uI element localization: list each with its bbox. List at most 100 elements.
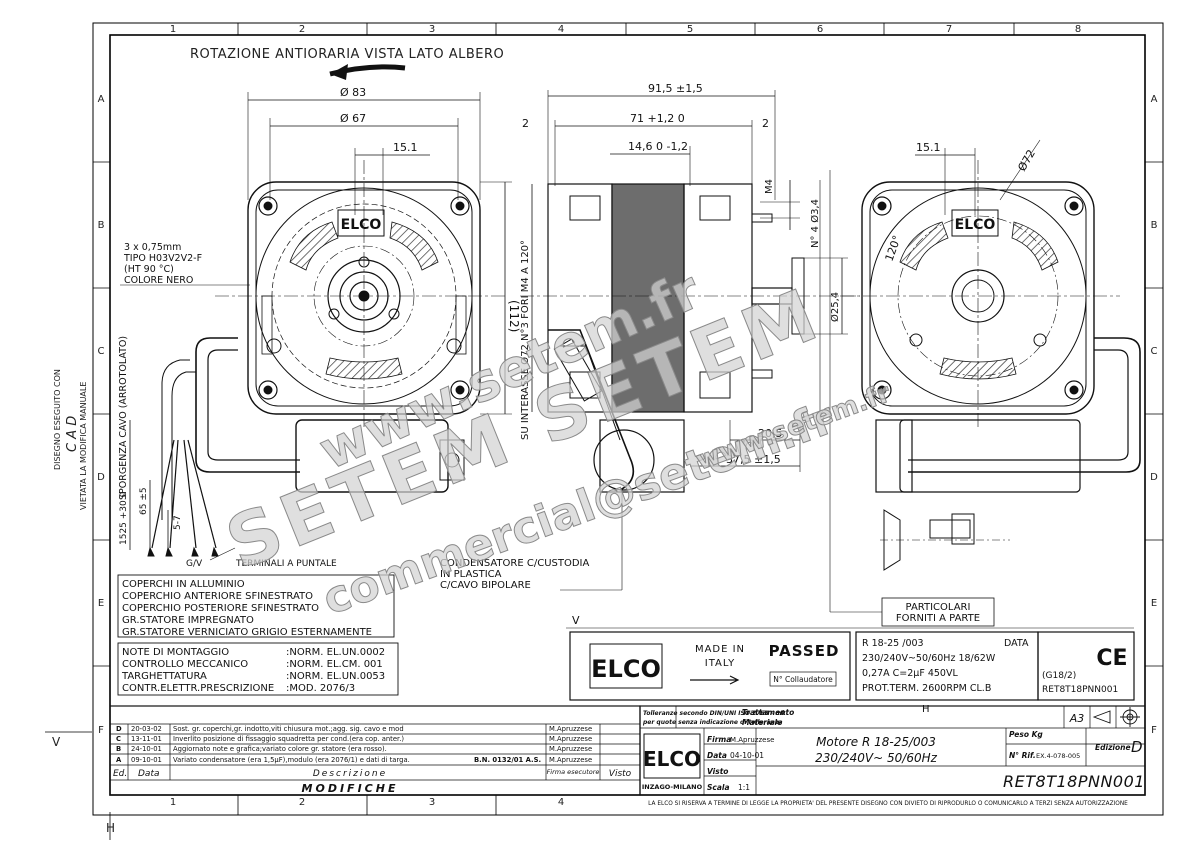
title-block: Tolleranze secondo DIN/UNI ISO 2768 - mk… (639, 704, 1146, 807)
material-item: GR.STATORE VERNICIATO GRIGIO ESTERNAMENT… (122, 627, 372, 638)
note-val: :NORM. EL.UN.0053 (286, 671, 385, 682)
parts-note-2: FORNITI A PARTE (896, 613, 980, 624)
dim-cable-len: 1525 +30 0 (119, 491, 129, 545)
left-margin-note: DISEGNO ESEGUITO CON C A D VIETATA LA MO… (53, 369, 88, 510)
rev-ed: B (116, 745, 121, 753)
tb-legal: LA ELCO SI RISERVA A TERMINE DI LEGGE LA… (648, 801, 1128, 807)
col-label: 4 (558, 797, 564, 808)
rev-date: 20-03-02 (131, 725, 162, 733)
col-label: 1 (170, 24, 176, 35)
dim-65: 65 ±5 (139, 487, 149, 515)
tb-firma: M.Apruzzese (730, 736, 774, 744)
front-view (120, 92, 512, 561)
tb-materiale: Materiale (742, 718, 782, 727)
plate-code: R 18-25 /003 (862, 638, 924, 649)
row-label: E (98, 598, 104, 609)
corner-marks: V H (45, 731, 115, 840)
corner-h: H (106, 821, 115, 835)
row-labels: A B C D E F A B C D E F (97, 94, 1158, 736)
cable-label-1: 3 x 0,75mm (124, 242, 181, 253)
rev-ed: A (116, 756, 122, 764)
watermark: www.setem.fr SETEM SETEM commercial@sete… (214, 260, 895, 626)
col-label: 6 (817, 24, 823, 35)
plate-passed: PASSED (769, 642, 840, 660)
row-label: D (1150, 472, 1158, 483)
plate-collaudatore: N° Collaudatore (773, 675, 833, 684)
dim-outer: Ø 83 (340, 86, 366, 99)
rev-desc: Aggiornato note e grafica;variato colore… (173, 745, 387, 753)
rev-head-visto: Visto (609, 769, 632, 779)
col-label: 7 (946, 24, 952, 35)
plate-italy: ITALY (705, 658, 735, 669)
dim-2a: 2 (522, 117, 529, 130)
plate-v-left: V (572, 614, 580, 627)
drawing-title: ROTAZIONE ANTIORARIA VISTA LATO ALBERO (190, 47, 504, 62)
dim-71: 71 +1,2 0 (630, 112, 685, 125)
back-view-text: 15.1 Ø72 120° ELCO (883, 141, 1038, 263)
rev-desc: Inverlito posizione di fissaggio squadre… (173, 735, 404, 743)
tb-edizione-label: Edizione (1095, 743, 1131, 752)
dim-146: 14,6 0 -1,2 (628, 140, 688, 153)
side-view (520, 90, 860, 591)
parts-note: PARTICOLARI FORNITI A PARTE (881, 597, 995, 627)
row-ticks (93, 161, 1163, 667)
front-view-text: Ø 83 Ø 67 15.1 (112) 3 x 0,75mm TIPO H03… (118, 86, 521, 569)
dim-375: 37,5 ±1,5 (726, 453, 781, 466)
back-dim-151: 15.1 (916, 141, 941, 154)
note-key: NOTE DI MONTAGGIO (122, 647, 229, 658)
rev-desc: Variato condensatore (era 1,5µF),modulo … (173, 756, 410, 764)
rev-ed: C (116, 735, 121, 743)
tb-company-sub: INZAGO-MILANO (642, 783, 703, 791)
tb-rif: EX.4-078-005 (1036, 752, 1080, 760)
plate-logo: ELCO (591, 655, 661, 683)
back-dim-72: Ø72 (1015, 147, 1038, 173)
dim-91: 91,5 ±1,5 (648, 82, 703, 95)
margin-cad: C A D (65, 416, 80, 452)
rev-date: 09-10-01 (131, 756, 162, 764)
tb-data: 04-10-01 (730, 751, 764, 760)
col-label: 5 (687, 24, 693, 35)
rev-head-date: Data (138, 769, 160, 779)
rev-sig: M.Apruzzese (549, 735, 592, 743)
margin-line1: DISEGNO ESEGUITO CON (53, 369, 62, 470)
dim-inner: Ø 67 (340, 112, 366, 125)
parts-note-1: PARTICOLARI (906, 602, 971, 613)
tb-h-mark: H (922, 704, 930, 715)
col-label: 8 (1075, 24, 1081, 35)
note-key: CONTROLLO MECCANICO (122, 659, 248, 670)
row-label: F (1151, 725, 1157, 736)
side-view-text: 91,5 ±1,5 71 +1,2 0 14,6 0 -1,2 2 2 M4 N… (440, 82, 841, 591)
cable-vertical: SPORGENZA CAVO (ARROTOLATO) (118, 336, 129, 500)
col-label: 3 (429, 797, 435, 808)
tb-peso: Peso Kg (1009, 730, 1043, 739)
terminal-label: TERMINALI A PUNTALE (235, 559, 337, 569)
col-label: 1 (170, 797, 176, 808)
modifiche-label: MODIFICHE (302, 782, 399, 795)
cable-label-4: COLORE NERO (124, 275, 193, 286)
rev-sig: M.Apruzzese (549, 745, 592, 753)
tb-visto-label: Visto (707, 767, 728, 776)
note-val: :MOD. 2076/3 (286, 683, 355, 694)
gv-label: G/V (186, 559, 203, 569)
row-label: E (1151, 598, 1157, 609)
plate-ce: CE (1096, 646, 1127, 671)
capacitor-note-2: IN PLASTICA (440, 569, 502, 580)
projection-symbol-icon (1092, 707, 1140, 727)
materials-box: COPERCHI IN ALLUMINIO COPERCHIO ANTERIOR… (117, 574, 395, 638)
plate-line4: PROT.TERM. 2600RPM CL.B (862, 683, 991, 694)
row-label: B (1151, 220, 1158, 231)
rev-sig: M.Apruzzese (549, 725, 592, 733)
row-label: F (98, 725, 104, 736)
note-val: :NORM. EL.UN.0002 (286, 647, 385, 658)
plate-part: RET8T18PNN001 (1042, 685, 1118, 695)
col-label: 4 (558, 24, 564, 35)
plate-made-in: MADE IN (695, 644, 745, 655)
rev-sig: M.Apruzzese (549, 756, 592, 764)
tb-desc2: 230/240V~ 50/60Hz (815, 751, 938, 765)
notes-box: NOTE DI MONTAGGIO :NORM. EL.UN.0002 CONT… (117, 642, 399, 696)
rev-date: 13-11-01 (131, 735, 162, 743)
plate-line2: 230/240V~50/60Hz 18/62W (862, 653, 996, 664)
note-key: TARGHETTATURA (121, 671, 207, 682)
tb-company: ELCO (643, 747, 701, 771)
